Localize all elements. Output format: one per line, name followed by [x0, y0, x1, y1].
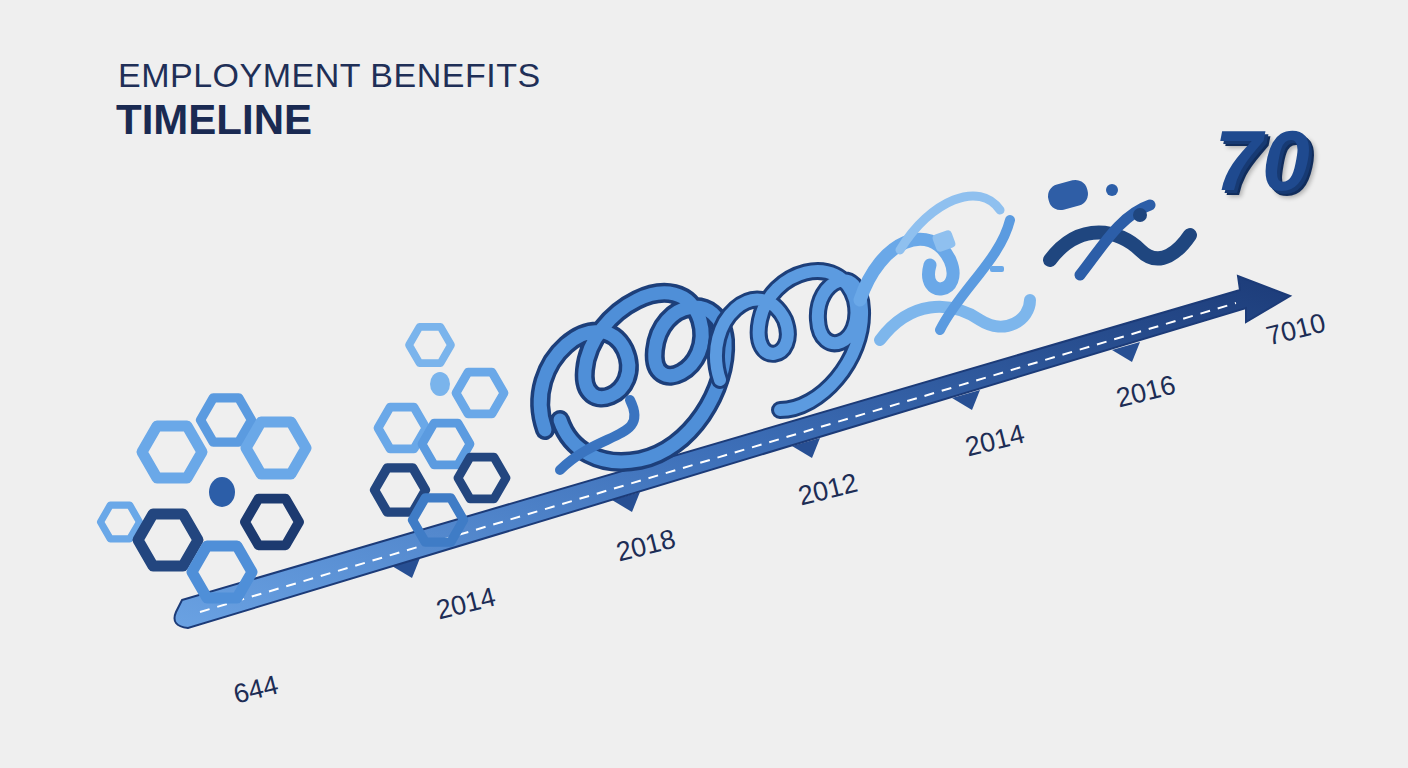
hexagon-cluster — [375, 327, 507, 542]
year-label: 2018 — [613, 524, 679, 569]
year-label: 2012 — [795, 468, 861, 513]
abstract-shapes — [1045, 177, 1190, 275]
year-label: 7010 — [1263, 308, 1329, 353]
spiral-loops — [540, 293, 725, 470]
year-label: 2014 — [433, 582, 499, 627]
year-label: 2016 — [1113, 370, 1179, 415]
spiral-loops — [716, 271, 862, 410]
big-number: 70 — [1214, 111, 1310, 210]
road-tabs — [392, 342, 1140, 578]
hexagon-cluster — [101, 398, 307, 598]
diagram-title: EMPLOYMENT BENEFITS — [118, 56, 541, 95]
timeline-road — [175, 276, 1291, 628]
diagram-subtitle: TIMELINE — [116, 96, 312, 144]
wave-shapes — [860, 196, 1030, 340]
year-label: 644 — [230, 670, 281, 711]
year-label: 2014 — [962, 419, 1028, 464]
